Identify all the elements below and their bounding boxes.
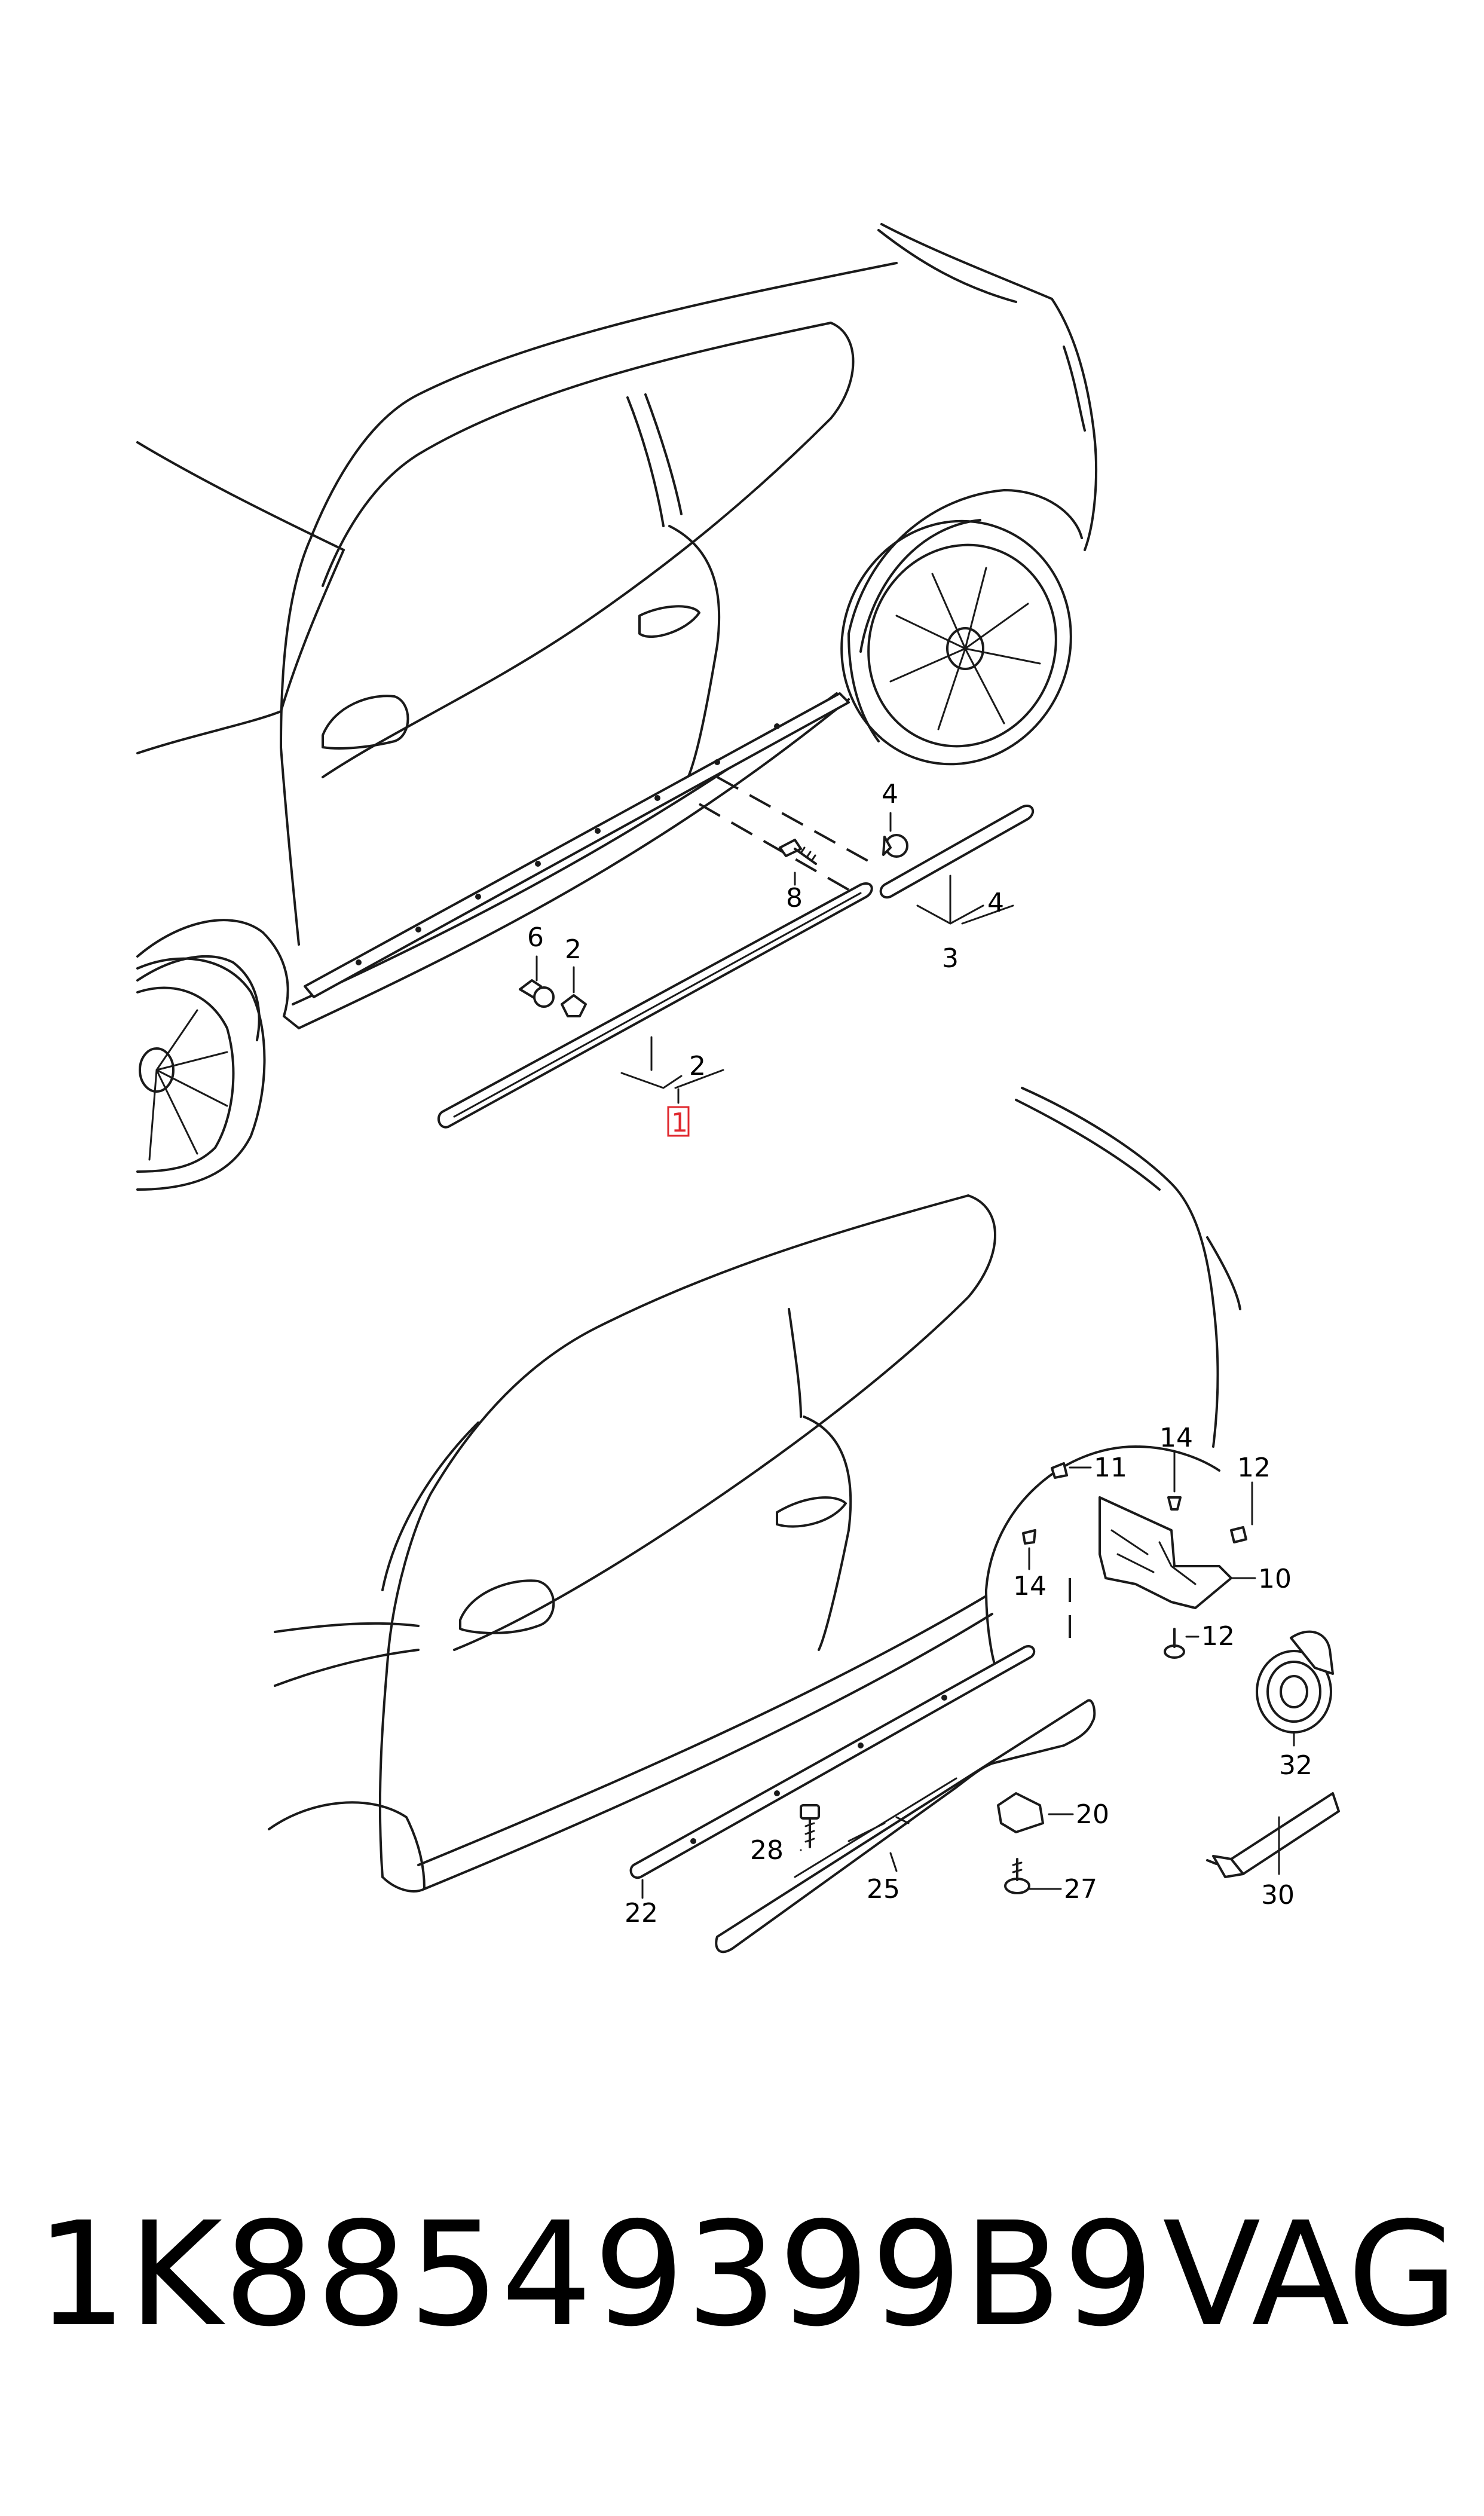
footer: 1K88549399B9 VAG [36, 2200, 1458, 2349]
callout-2-top: 2 [565, 934, 582, 965]
part-22-sill-trim [629, 1645, 1036, 1879]
callout-8: 8 [786, 883, 803, 913]
part-3-rear-trim [879, 805, 1035, 899]
upper-front-wheel [136, 957, 266, 1191]
callout-1-highlight-box [667, 1106, 690, 1137]
part-2-clip [561, 994, 587, 1017]
callout-22: 22 [625, 1898, 658, 1928]
callout-2-lower: 2 [689, 1051, 706, 1081]
callout-32: 32 [1279, 1750, 1312, 1781]
part-4-clip [882, 834, 908, 858]
lower-car-outline [268, 1087, 1241, 1893]
callout-10: 10 [1258, 1564, 1292, 1594]
part-14-clips [1022, 1496, 1182, 1545]
callout-14-left: 14 [1013, 1571, 1047, 1601]
callout-6: 6 [527, 922, 544, 953]
callout-4-right: 4 [987, 888, 1004, 918]
callout-25: 25 [867, 1874, 900, 1904]
callout-4-top: 4 [882, 779, 898, 809]
upper-dash-b [699, 803, 861, 898]
callout-20: 20 [1076, 1799, 1109, 1830]
part-20-clip [997, 1792, 1044, 1833]
part-6-clip [519, 979, 555, 1008]
upper-car-outline [136, 223, 1098, 1041]
callout-28: 28 [750, 1835, 784, 1866]
upper-dash-a [717, 776, 879, 868]
upper-leaders [536, 812, 1014, 1104]
lower-sill [417, 1595, 993, 1890]
part-28-screw [800, 1804, 820, 1848]
upper-callouts: 4 8 6 2 4 3 2 1 [527, 779, 1004, 1138]
callout-14-top: 14 [1159, 1423, 1193, 1453]
callout-11: 11 [1094, 1453, 1127, 1483]
brand-label: VAG [1162, 2191, 1458, 2358]
part-number: 1K88549399B9 [36, 2191, 1155, 2358]
callout-30: 30 [1261, 1880, 1295, 1910]
callout-3: 3 [942, 943, 959, 974]
part-10-bracket [1099, 1496, 1232, 1609]
part-8-screw [779, 839, 817, 865]
upper-sill [283, 692, 850, 1029]
part-32-tape-roll [1256, 1630, 1334, 1734]
callout-12-top: 12 [1237, 1453, 1271, 1483]
part-30-tube [1206, 1792, 1340, 1878]
lower-leaders [641, 1451, 1295, 1899]
callout-27: 27 [1064, 1874, 1097, 1904]
part-25-sill-panel [715, 1699, 1096, 1954]
upper-rear-wheel [840, 519, 1072, 766]
part-12-clips [1164, 1526, 1247, 1659]
callout-12-lower: 12 [1201, 1621, 1235, 1652]
part-27-bolt [1004, 1858, 1030, 1894]
part-11-clip [1051, 1462, 1068, 1479]
part-1-door-trim [437, 882, 873, 1129]
callout-1: 1 [671, 1108, 688, 1138]
lower-callouts: 11 14 12 10 14 12 32 20 28 27 25 30 22 [625, 1423, 1312, 1928]
